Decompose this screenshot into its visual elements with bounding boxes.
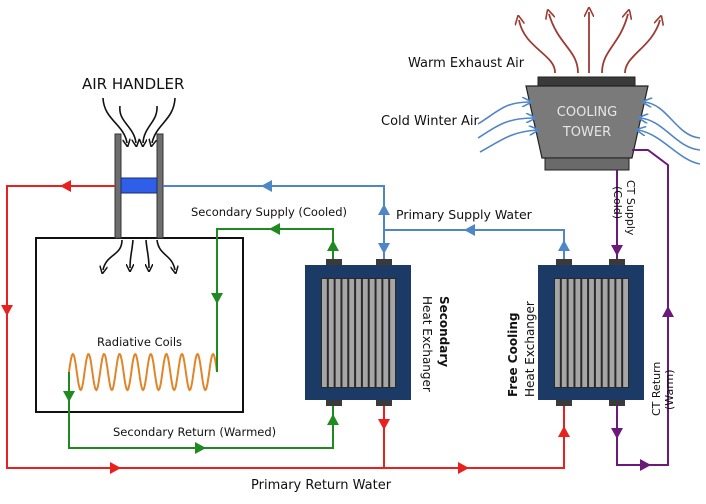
primary-return-label: Primary Return Water [251,478,392,493]
flow-arrow-icon [60,180,71,192]
flow-arrow-icon [458,462,469,474]
flow-arrow-icon [327,414,339,425]
flow-arrow-icon [611,245,623,256]
hx-plate [369,279,375,387]
free-cooling-heat-exchanger [538,259,644,406]
flow-arrow-icon [327,240,339,251]
cooling-tower-body [525,85,649,159]
flow-arrow-icon [211,293,223,304]
hx-plate [575,279,581,387]
free-cooling-hx-label-bold: Free Cooling [506,313,520,397]
hx-plate [322,279,327,387]
cooling-tower-label-1: COOLING [557,105,617,120]
hx-plate [376,279,382,387]
hx-plate [568,279,574,387]
air-handler-coil [120,177,158,194]
flow-arrow-icon [1,305,13,316]
cold-air-arrows-right [638,102,701,165]
hx-plate [390,279,395,387]
primary-return-pipe [6,185,565,469]
hx-plate [335,279,341,387]
flow-arrow-icon [269,223,280,235]
secondary-hx-label: Heat Exchanger [420,296,434,392]
flow-arrow-icon [611,428,623,439]
radiative-coil [68,352,218,392]
ct-return-label: CT Return [650,362,663,416]
flow-arrow-icon [378,243,390,254]
cold-air-arrows-left [477,102,537,153]
flow-arrow-icon [378,204,390,215]
air-handler [114,133,164,239]
flow-arrow-icon [464,224,475,236]
hx-plate [582,279,588,387]
hx-plate [356,279,361,387]
hx-plate [328,279,334,387]
flow-arrow-icon [558,240,570,251]
flow-arrow-icon [261,180,272,192]
cooling-tower-basin [544,157,630,171]
primary-supply-label: Primary Supply Water [396,207,533,222]
flow-arrow-icon [640,459,651,471]
secondary-hx-label-bold: Secondary [437,296,451,367]
air-outlet-arrows [103,239,175,270]
secondary-heat-exchanger [305,259,411,406]
hx-plate [349,279,355,387]
hx-plate [342,279,348,387]
air-handler-label: AIR HANDLER [82,75,184,93]
hx-plate [589,279,594,387]
hx-plate [616,279,622,387]
cooling-tower-cap [537,76,636,87]
hx-plate [555,279,560,387]
cold-winter-air-label: Cold Winter Air [381,114,480,129]
flow-arrow-icon [558,426,570,437]
radiative-coils-label: Radiative Coils [97,335,182,349]
flow-arrow-icon [662,306,674,317]
ct-supply-sub-label: (Cold) [611,186,624,219]
warm-exhaust-air-label: Warm Exhaust Air [408,56,525,71]
flow-arrow-icon [63,391,75,402]
hx-plate [609,279,615,387]
room-box [35,237,244,413]
flow-arrow-icon [378,419,390,430]
flow-arrow-icon [110,462,121,474]
cooling-tower [525,76,649,171]
hx-plate [362,279,368,387]
primary-supply-pipe [163,185,565,259]
hx-plate [595,279,601,387]
secondary-return-label: Secondary Return (Warmed) [113,425,276,439]
hx-plate [623,279,628,387]
secondary-supply-label: Secondary Supply (Cooled) [191,205,347,219]
cooling-tower-label-2: TOWER [562,125,611,140]
air-inlet-arrows [102,97,176,143]
flow-arrow-icon [195,442,206,454]
hx-plate [561,279,567,387]
free-cooling-hx-label: Heat Exchanger [523,301,537,397]
exhaust-air-arrows [519,12,660,74]
ct-supply-label: CT Supply [624,180,637,236]
ct-return-sub-label: (Warm) [663,369,676,410]
hx-plate [602,279,608,387]
hx-plate [383,279,389,387]
